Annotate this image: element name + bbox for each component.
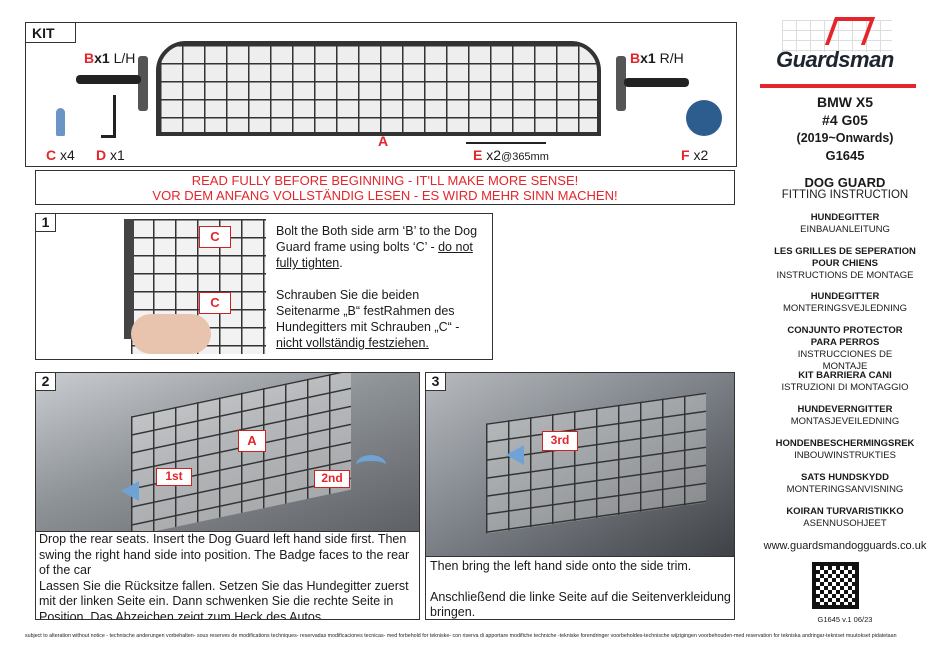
part-a-label: A	[378, 133, 389, 149]
logo-underline	[760, 84, 916, 88]
website-link[interactable]: www.guardsmandogguards.co.uk	[763, 540, 927, 552]
step-2-tag-a: A	[238, 430, 266, 452]
product-subtitle: FITTING INSTRUCTION	[781, 189, 909, 201]
step-2-photo	[36, 373, 419, 531]
part-e-label: E x2@365mm	[473, 147, 549, 163]
side-arm-left-image	[138, 56, 148, 111]
side-arm-right-image	[616, 56, 626, 111]
guard-in-car	[131, 373, 351, 531]
rod-image	[466, 142, 546, 144]
product-code: G1645	[825, 148, 865, 163]
knob-image	[686, 100, 722, 136]
arrow-left-icon	[506, 445, 524, 465]
allen-key-image	[101, 95, 116, 138]
logo-grid	[782, 20, 892, 52]
qr-code-icon	[812, 562, 859, 609]
part-f-label: F x2	[681, 147, 709, 163]
vehicle-model: BMW X5	[817, 94, 873, 110]
product-name: DOG GUARD	[804, 175, 886, 190]
part-d-label: D x1	[96, 147, 125, 163]
bolt-image	[56, 108, 65, 136]
step-1-tag-c-top: C	[199, 226, 231, 248]
side-arm-left-handle	[76, 75, 141, 84]
warning-banner: READ FULLY BEFORE BEGINNING - IT'LL MAKE…	[35, 170, 735, 205]
step-1-text: Bolt the Both side arm ‘B’ to the Dog Gu…	[276, 223, 486, 351]
footer-disclaimer: subject to alteration without notice - t…	[25, 633, 897, 639]
vehicle-years: (2019~Onwards)	[796, 131, 894, 145]
step-2-en: Drop the rear seats. Insert the Dog Guar…	[39, 532, 410, 577]
step-3-en: Then bring the left hand side onto the s…	[430, 559, 692, 573]
step-1-en: Bolt the Both side arm ‘B’ to the Dog Gu…	[276, 224, 478, 254]
step-1-de-warning: nicht vollständig festziehen.	[276, 336, 429, 350]
step-3-number: 3	[426, 373, 446, 391]
hand-image	[131, 314, 211, 354]
step-2-tag-1st: 1st	[156, 468, 192, 486]
step-2-number: 2	[36, 373, 56, 391]
part-b-right-label: Bx1 R/H	[630, 50, 684, 66]
arrow-curve-icon	[356, 455, 386, 475]
step-2-text: Drop the rear seats. Insert the Dog Guar…	[36, 531, 419, 620]
side-arm-right-handle	[624, 78, 689, 87]
kit-panel: KIT Bx1 L/H Bx1 R/H C x4 D x1 A E x2@365…	[25, 22, 737, 167]
step-2-panel: A 1st 2nd 2 Drop the rear seats. Insert …	[35, 372, 420, 620]
step-1-tag-c-bottom: C	[199, 292, 231, 314]
version-label: G1645 v.1 06/23	[817, 615, 873, 624]
warning-en: READ FULLY BEFORE BEGINNING - IT'LL MAKE…	[191, 173, 579, 188]
logo-text: Guardsman	[776, 47, 894, 72]
step-1-en-warning: do not fully tighten	[276, 240, 473, 270]
step-1-en-end: .	[339, 256, 343, 270]
arrow-left-icon	[121, 481, 139, 501]
kit-title: KIT	[25, 22, 76, 43]
step-1-number: 1	[36, 214, 56, 232]
arm-image	[124, 219, 134, 339]
step-2-tag-2nd: 2nd	[314, 470, 350, 488]
step-3-tag-3rd: 3rd	[542, 431, 578, 451]
vehicle-generation: #4 G05	[822, 112, 868, 128]
step-3-panel: 3rd 3 Then bring the left hand side onto…	[425, 372, 735, 620]
step-3-text: Then bring the left hand side onto the s…	[426, 556, 734, 620]
part-b-left-label: Bx1 L/H	[84, 50, 136, 66]
part-c-label: C x4	[46, 147, 75, 163]
step-2-de: Lassen Sie die Rücksitze fallen. Setzen …	[39, 578, 409, 620]
brand-logo: Guardsman	[760, 15, 920, 80]
step-3-photo	[426, 373, 734, 556]
step-3-de: Anschließend die linke Seite auf die Sei…	[430, 589, 731, 620]
vehicle-info: BMW X5 #4 G05 (2019~Onwards) G1645	[745, 93, 945, 165]
step-1-de: Schrauben Sie die beiden Seitenarme „B“ …	[276, 288, 460, 334]
step-1-panel: C C 1 Bolt the Both side arm ‘B’ to the …	[35, 213, 493, 360]
warning-de: VOR DEM ANFANG VOLLSTÄNDIG LESEN - ES WI…	[152, 188, 618, 203]
dog-guard-image	[156, 41, 601, 136]
product-title: DOG GUARD FITTING INSTRUCTION	[745, 176, 945, 202]
